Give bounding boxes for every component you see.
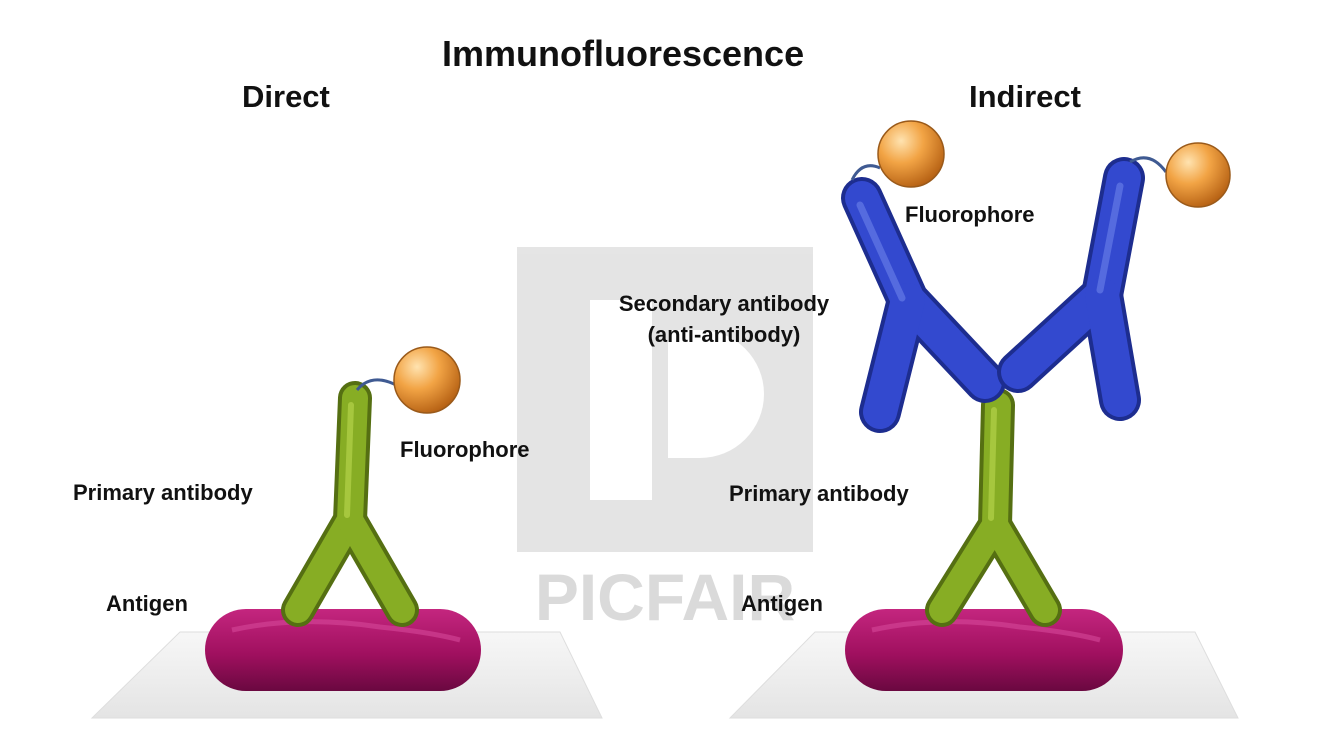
indirect-linker-right — [1129, 156, 1168, 173]
direct-primary-antibody-label: Primary antibody — [73, 480, 253, 505]
indirect-fluorophore-right — [1165, 142, 1231, 208]
direct-antigen-label: Antigen — [106, 591, 188, 616]
indirect-primary-antibody-label: Primary antibody — [729, 481, 909, 506]
indirect-heading: Indirect — [969, 79, 1081, 114]
direct-heading: Direct — [242, 79, 330, 114]
indirect-secondary-antibody-right — [997, 157, 1145, 421]
diagram-title: Immunofluorescence — [442, 33, 805, 74]
indirect-fluorophore-left — [877, 120, 945, 188]
indirect-linker-left — [850, 164, 881, 181]
secondary-antibody-line2: (anti-antibody) — [647, 322, 801, 347]
direct-primary-antibody — [281, 381, 419, 627]
indirect-antigen-label: Antigen — [741, 591, 823, 616]
watermark-text: PICFAIR — [535, 560, 795, 634]
indirect-panel — [728, 120, 1239, 719]
indirect-secondary-antibody-left — [841, 177, 1006, 433]
direct-panel — [90, 346, 603, 719]
direct-fluorophore — [393, 346, 461, 414]
direct-fluorophore-label: Fluorophore — [400, 437, 530, 462]
indirect-fluorophore-label: Fluorophore — [905, 202, 1035, 227]
indirect-secondary-antibody-label: Secondary antibody (anti-antibody) — [596, 288, 852, 350]
secondary-antibody-line1: Secondary antibody — [618, 291, 830, 316]
indirect-primary-antibody — [925, 388, 1062, 627]
watermark-logo: PICFAIR — [517, 247, 813, 634]
